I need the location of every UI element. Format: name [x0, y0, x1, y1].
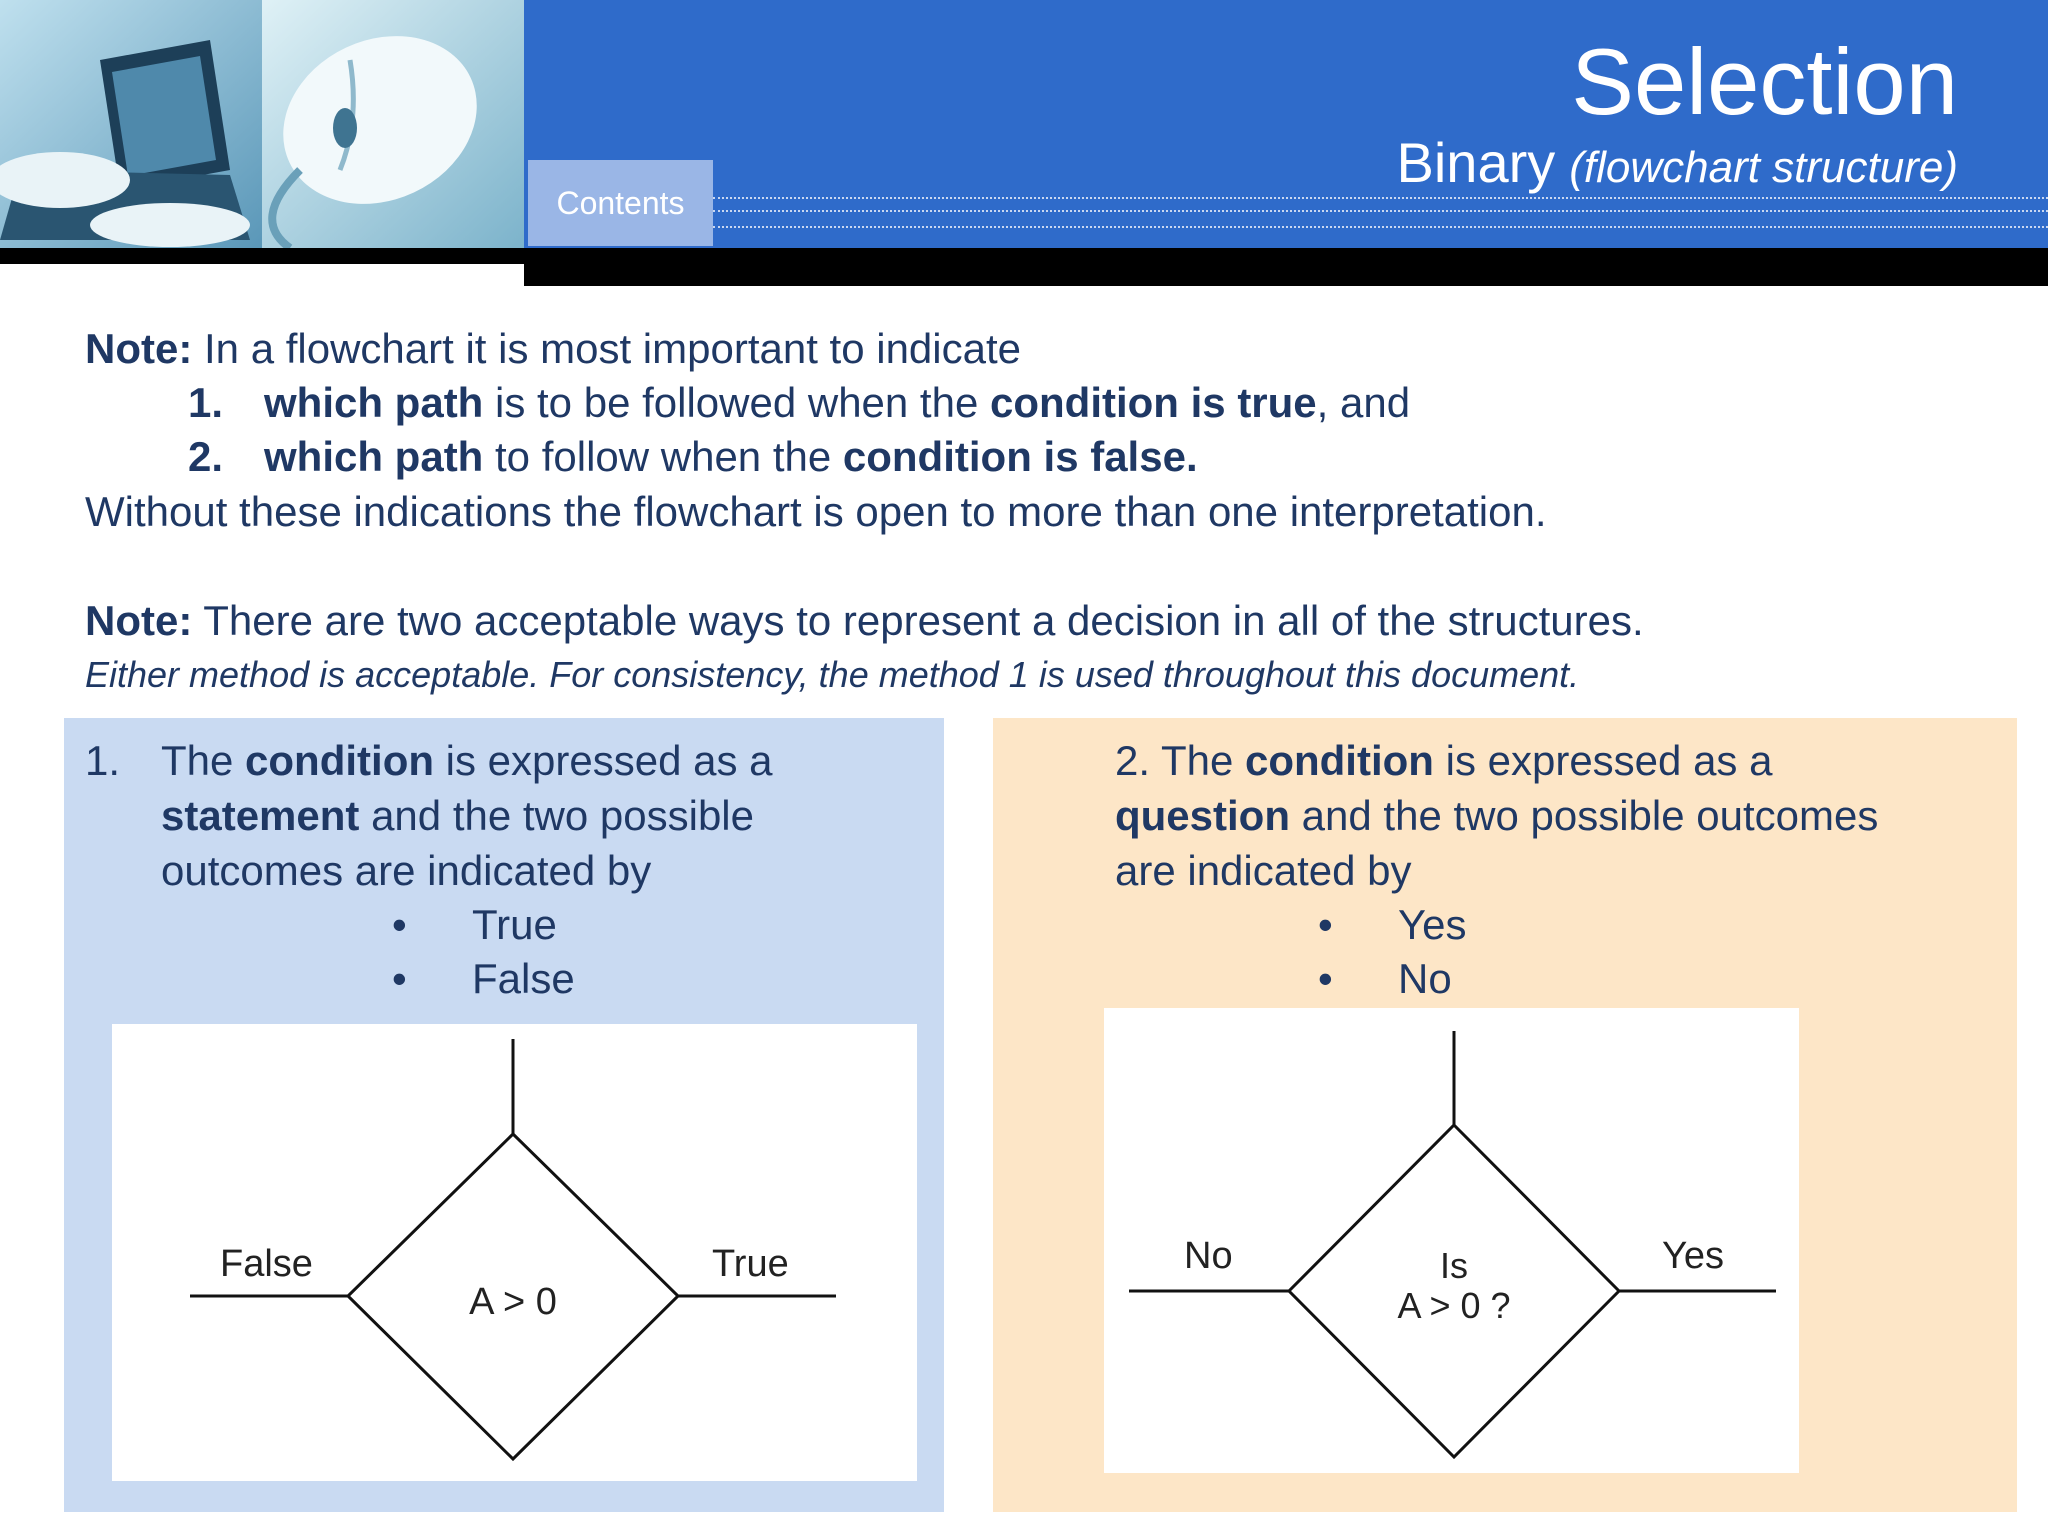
item-bold: which path: [264, 433, 484, 480]
method2-line2: question and the two possible outcomes: [1115, 788, 1878, 843]
method2-bullet: • Yes: [1318, 897, 1467, 952]
decision-condition-line2: A > 0 ?: [1397, 1285, 1510, 1326]
item-text: to follow when the: [483, 433, 843, 480]
dotted-rule: [713, 226, 2048, 228]
dotted-rule: [713, 210, 2048, 212]
method2-line1: 2. The condition is expressed as a: [1115, 733, 1772, 788]
method1-text: The: [161, 737, 246, 784]
note2-text: There are two acceptable ways to represe…: [192, 597, 1644, 644]
header-divider-left: [0, 248, 524, 264]
bullet-icon: •: [1318, 955, 1333, 1002]
decision-condition-line1: Is: [1440, 1245, 1468, 1286]
bullet-icon: •: [1318, 901, 1333, 948]
bullet-text: Yes: [1398, 901, 1467, 948]
note2-line: Note: There are two acceptable ways to r…: [85, 594, 1644, 648]
true-branch-label: True: [712, 1243, 789, 1285]
note1-label: Note:: [85, 325, 193, 372]
page-title: Selection: [1571, 29, 1958, 134]
header-photo-laptop-mouse: [0, 0, 524, 248]
bullet-text: No: [1398, 955, 1452, 1002]
method2-text: 2. The: [1115, 737, 1245, 784]
item-bold: which path: [264, 379, 484, 426]
method1-flowchart: False True A > 0: [112, 1024, 917, 1481]
item-text: is to be followed when the: [483, 379, 990, 426]
decision-condition: A > 0: [469, 1281, 557, 1323]
note1-line: Note: In a flowchart it is most importan…: [85, 322, 1021, 376]
note1-text: In a flowchart it is most important to i…: [192, 325, 1022, 372]
note2-label: Note:: [85, 597, 193, 644]
dotted-rule: [713, 197, 2048, 199]
note2-italic: Either method is acceptable. For consist…: [85, 654, 1580, 695]
contents-tab[interactable]: Contents: [528, 160, 713, 246]
item-text: , and: [1316, 379, 1411, 426]
method1-number: 1.: [85, 737, 121, 784]
item-number: 2.: [188, 433, 224, 480]
subtitle-main: Binary: [1396, 131, 1556, 194]
note1-conclusion: Without these indications the flowchart …: [85, 488, 1547, 535]
method1-text: and the two possible: [359, 792, 754, 839]
bullet-text: False: [472, 955, 575, 1002]
method1-line1: 1. The condition is expressed as a: [85, 733, 773, 788]
yes-branch-label: Yes: [1662, 1235, 1724, 1277]
subtitle-italic: (flowchart structure): [1569, 143, 1958, 192]
method2-bold: condition: [1244, 737, 1434, 784]
page-subtitle: Binary (flowchart structure): [1397, 130, 1959, 195]
item-bold: condition is false.: [842, 433, 1198, 480]
method2-bullet: • No: [1318, 951, 1452, 1006]
false-branch-label: False: [220, 1243, 313, 1285]
header-divider: [524, 248, 2048, 286]
bullet-icon: •: [392, 955, 407, 1002]
method2-flowchart: No Yes Is A > 0 ?: [1104, 1008, 1799, 1473]
no-branch-label: No: [1184, 1235, 1233, 1277]
method2-line3: are indicated by: [1115, 847, 1412, 894]
decision-diamond: [345, 1131, 681, 1462]
method2-text: is expressed as a: [1433, 737, 1773, 784]
method1-line2: statement and the two possible: [161, 788, 754, 843]
method2-bold: question: [1115, 792, 1290, 839]
method1-bullet: • True: [392, 897, 557, 952]
note1-item-2: 2. which path to follow when the conditio…: [188, 430, 1198, 484]
item-bold: condition is true: [990, 379, 1317, 426]
decision-diamond: [1286, 1122, 1622, 1460]
method2-text: and the two possible outcomes: [1290, 792, 1879, 839]
method1-bullet: • False: [392, 951, 575, 1006]
method1-bold: condition: [245, 737, 435, 784]
bullet-icon: •: [392, 901, 407, 948]
method1-line3: outcomes are indicated by: [161, 847, 652, 894]
note1-item-1: 1.which path is to be followed when the …: [188, 376, 1410, 430]
bullet-text: True: [472, 901, 557, 948]
header-banner: [524, 0, 2048, 248]
item-number: 1.: [188, 379, 224, 426]
method1-bold: statement: [161, 792, 360, 839]
method1-text: is expressed as a: [434, 737, 773, 784]
